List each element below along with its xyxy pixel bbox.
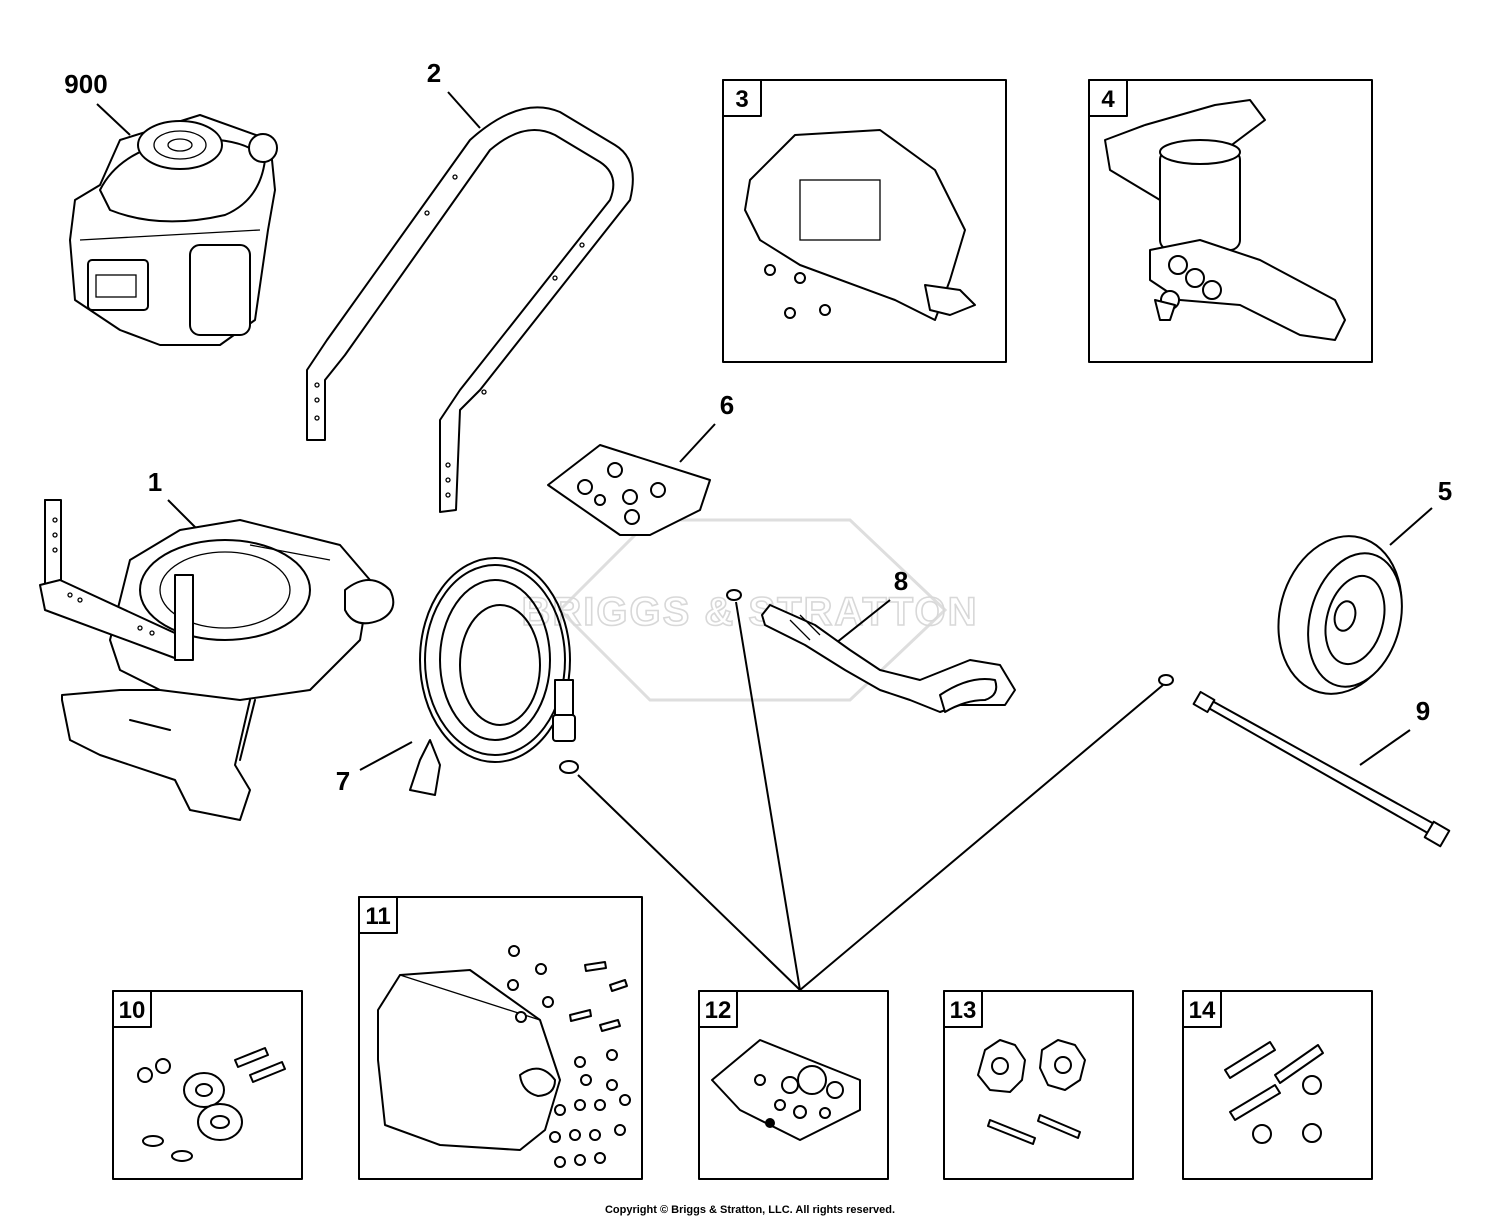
callout-8: 8	[894, 566, 908, 596]
kit-12-box[interactable]: 12	[698, 990, 889, 1180]
part-2-handle[interactable]: 2	[306, 58, 634, 513]
callout-1: 1	[148, 467, 162, 497]
watermark-text: BRIGGS & STRATTON	[522, 590, 979, 634]
part-9-wand[interactable]: 9	[1158, 674, 1451, 848]
kit-12-leader-lines	[577, 601, 1164, 991]
callout-9: 9	[1416, 696, 1430, 726]
kit-10-label: 10	[119, 997, 146, 1024]
callout-2: 2	[427, 58, 441, 88]
part-6-nozzle-kit[interactable]: 6	[547, 390, 734, 536]
part-1-frame[interactable]: 1	[39, 467, 395, 821]
callout-5: 5	[1438, 476, 1452, 506]
kit-11-label: 11	[365, 903, 390, 930]
kit-13-label: 13	[950, 997, 977, 1024]
callout-6: 6	[720, 390, 734, 420]
part-5-wheel[interactable]: 5	[1261, 476, 1452, 708]
callout-900: 900	[64, 69, 107, 99]
kit-13-box[interactable]: 13	[943, 990, 1134, 1180]
kit-14-box[interactable]: 14	[1182, 990, 1373, 1180]
kit-3-box[interactable]: 3	[722, 79, 1007, 363]
kit-4-label: 4	[1101, 86, 1115, 113]
kit-12-label: 12	[705, 997, 732, 1024]
kit-14-label: 14	[1189, 997, 1216, 1024]
kit-10-box[interactable]: 10	[112, 990, 303, 1180]
kit-3-label: 3	[735, 86, 748, 113]
part-7-hose[interactable]: 7	[336, 557, 579, 796]
watermark: BRIGGS & STRATTON	[521, 518, 979, 702]
part-8-spray-gun[interactable]: 8	[726, 566, 1016, 713]
part-900-engine[interactable]: 900	[64, 69, 278, 346]
callout-7: 7	[336, 766, 350, 796]
kit-4-box[interactable]: 4	[1088, 79, 1373, 363]
copyright-text: Copyright © Briggs & Stratton, LLC. All …	[604, 1204, 896, 1216]
kit-11-box[interactable]: 11	[358, 896, 643, 1180]
